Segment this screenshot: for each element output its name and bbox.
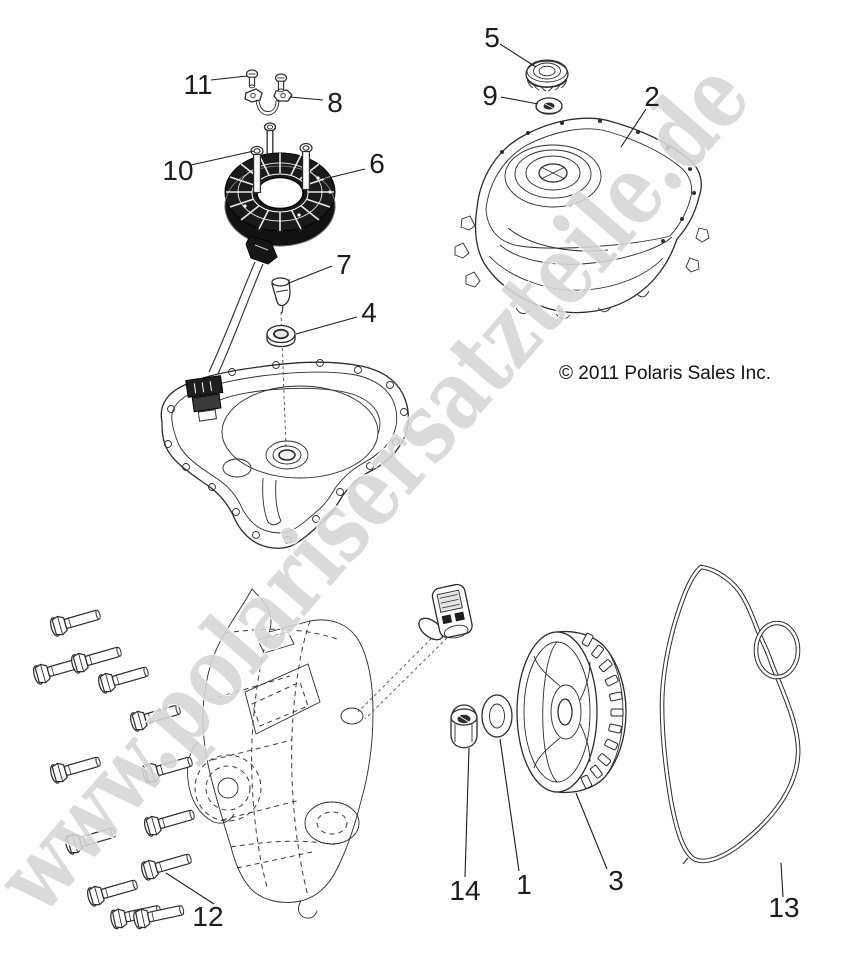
callout-label-9: 9 [482,80,498,111]
callout-label-5: 5 [484,22,500,53]
stator-assembly-illustration [208,69,336,377]
flywheel-nut-illustration [450,704,478,749]
callout-label-4: 4 [361,297,377,328]
bolt-illustration [139,848,194,882]
outer-cover-illustration [454,117,710,320]
bracket-screw-illustration [245,69,259,89]
callout-label-14: 14 [449,875,480,906]
bolt-illustration [48,604,103,638]
callout-label-7: 7 [336,249,352,280]
dowel-pin-illustration [271,277,291,314]
stator-wire-illustration [208,235,278,377]
copyright-text: © 2011 Polaris Sales Inc. [559,363,771,384]
flywheel-washer-illustration [481,694,513,738]
callout-label-1: 1 [516,869,532,900]
callout-label-3: 3 [608,865,624,896]
oil-fill-cap-illustration [525,59,569,92]
bolt-illustration [69,641,124,675]
callout-label-12: 12 [192,901,223,932]
gasket-illustration [659,564,801,865]
callout-label-6: 6 [369,148,385,179]
stator-plug-illustration [357,583,473,720]
callout-label-13: 13 [768,892,799,923]
flywheel-illustration [516,630,627,794]
watermark-text: www.polarisersatzteile.de [0,40,771,934]
callout-label-8: 8 [327,87,343,118]
callout-label-11: 11 [183,69,212,100]
cover-connector-illustration [185,375,224,422]
cap-washer-illustration [535,97,563,115]
callout-label-2: 2 [644,81,660,112]
stator-illustration [224,152,336,247]
callout-label-10: 10 [162,155,193,186]
leader-lines [165,43,784,905]
bolt-illustration [131,899,187,931]
mount-bracket-illustration [244,88,293,116]
bushing-washer-illustration [266,324,296,348]
crankcase-illustration [187,588,374,919]
inner-cover-illustration [160,311,410,549]
bracket-screw-illustration [274,73,288,93]
